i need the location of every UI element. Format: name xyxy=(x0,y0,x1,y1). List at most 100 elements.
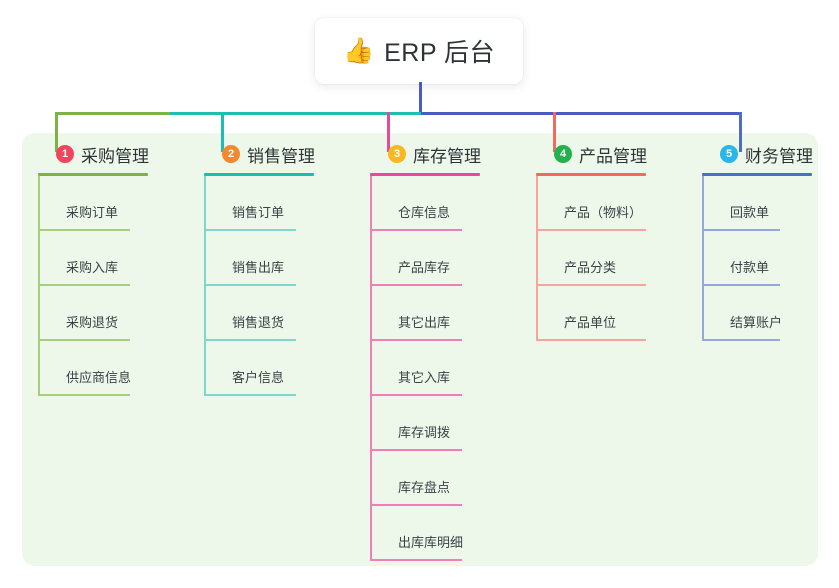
bus-green xyxy=(55,112,170,115)
list-item-rule xyxy=(38,284,130,286)
list-item-label: 库存盘点 xyxy=(398,480,451,495)
list-item-label: 出库库明细 xyxy=(398,535,464,550)
root-node-title: ERP 后台 xyxy=(384,39,496,67)
list-item-label: 付款单 xyxy=(730,260,770,275)
list-item[interactable]: 销售退货 xyxy=(204,286,315,341)
column-spine-2 xyxy=(204,176,206,396)
list-item[interactable]: 产品库存 xyxy=(370,231,481,286)
list-item[interactable]: 产品单位 xyxy=(536,286,647,341)
list-item[interactable]: 回款单 xyxy=(702,176,813,231)
list-item[interactable]: 其它入库 xyxy=(370,341,481,396)
column-header-2[interactable]: 2 销售管理 xyxy=(204,141,315,167)
list-item[interactable]: 仓库信息 xyxy=(370,176,481,231)
list-item-rule xyxy=(370,504,462,506)
list-item[interactable]: 其它出库 xyxy=(370,286,481,341)
drop-col-4 xyxy=(553,112,556,152)
column-rule-5 xyxy=(702,173,812,176)
list-item[interactable]: 付款单 xyxy=(702,231,813,286)
mindmap-panel-background xyxy=(22,133,818,566)
column-badge-1: 1 xyxy=(56,145,74,163)
drop-col-2 xyxy=(221,112,224,152)
list-item[interactable]: 供应商信息 xyxy=(38,341,149,396)
column-items-3: 仓库信息产品库存其它出库其它入库库存调拨库存盘点出库库明细 xyxy=(370,176,481,561)
column-header-3[interactable]: 3 库存管理 xyxy=(370,141,481,167)
list-item-label: 仓库信息 xyxy=(398,205,451,220)
list-item-label: 采购订单 xyxy=(66,205,119,220)
column-2: 2 销售管理销售订单销售出库销售退货客户信息 xyxy=(204,141,315,396)
column-title-1: 采购管理 xyxy=(81,146,149,166)
list-item-rule xyxy=(204,394,296,396)
list-item-rule xyxy=(370,284,462,286)
list-item-rule xyxy=(702,229,780,231)
column-title-5: 财务管理 xyxy=(745,146,813,166)
list-item[interactable]: 销售订单 xyxy=(204,176,315,231)
column-items-2: 销售订单销售出库销售退货客户信息 xyxy=(204,176,315,396)
column-header-5[interactable]: 5 财务管理 xyxy=(702,141,813,167)
list-item-rule xyxy=(536,339,646,341)
list-item[interactable]: 采购退货 xyxy=(38,286,149,341)
column-spine-1 xyxy=(38,176,40,396)
list-item-label: 回款单 xyxy=(730,205,770,220)
list-item-label: 销售订单 xyxy=(232,205,285,220)
drop-col-5 xyxy=(739,112,742,152)
column-rule-4 xyxy=(536,173,646,176)
bus-teal xyxy=(170,112,445,115)
list-item-label: 产品分类 xyxy=(564,260,617,275)
column-3: 3 库存管理仓库信息产品库存其它出库其它入库库存调拨库存盘点出库库明细 xyxy=(370,141,481,561)
list-item-label: 客户信息 xyxy=(232,370,285,385)
thumbs-up-icon: 👍 xyxy=(342,36,375,65)
list-item[interactable]: 库存盘点 xyxy=(370,451,481,506)
column-1: 1 采购管理采购订单采购入库采购退货供应商信息 xyxy=(38,141,149,396)
list-item-label: 结算账户 xyxy=(730,315,783,330)
list-item-label: 其它出库 xyxy=(398,315,451,330)
column-rule-2 xyxy=(204,173,314,176)
list-item[interactable]: 产品（物料） xyxy=(536,176,647,231)
column-title-3: 库存管理 xyxy=(413,146,481,166)
root-node-card[interactable]: 👍 ERP 后台 xyxy=(315,18,523,84)
list-item-rule xyxy=(370,339,462,341)
list-item-label: 供应商信息 xyxy=(66,370,132,385)
list-item[interactable]: 采购入库 xyxy=(38,231,149,286)
list-item-rule xyxy=(370,394,462,396)
column-badge-5: 5 xyxy=(720,145,738,163)
list-item-label: 库存调拨 xyxy=(398,425,451,440)
list-item-rule xyxy=(38,339,130,341)
list-item-rule xyxy=(536,229,646,231)
list-item[interactable]: 采购订单 xyxy=(38,176,149,231)
list-item-rule xyxy=(370,229,462,231)
list-item-rule xyxy=(204,229,296,231)
column-badge-4: 4 xyxy=(554,145,572,163)
column-title-2: 销售管理 xyxy=(247,146,315,166)
list-item[interactable]: 出库库明细 xyxy=(370,506,481,561)
list-item[interactable]: 库存调拨 xyxy=(370,396,481,451)
column-header-1[interactable]: 1 采购管理 xyxy=(38,141,149,167)
list-item-rule xyxy=(370,449,462,451)
column-badge-2: 2 xyxy=(222,145,240,163)
list-item-label: 产品库存 xyxy=(398,260,451,275)
drop-col-3 xyxy=(387,112,390,152)
column-rule-1 xyxy=(38,173,148,176)
column-rule-3 xyxy=(370,173,480,176)
list-item-rule xyxy=(702,284,780,286)
list-item[interactable]: 销售出库 xyxy=(204,231,315,286)
column-spine-3 xyxy=(370,176,372,561)
list-item-label: 产品（物料） xyxy=(564,205,643,220)
column-items-5: 回款单付款单结算账户 xyxy=(702,176,813,341)
list-item-rule xyxy=(204,339,296,341)
list-item-label: 采购退货 xyxy=(66,315,119,330)
list-item-rule xyxy=(38,229,130,231)
column-items-4: 产品（物料） 产品分类产品单位 xyxy=(536,176,647,341)
list-item[interactable]: 客户信息 xyxy=(204,341,315,396)
bus-indigo xyxy=(421,112,740,115)
list-item-label: 产品单位 xyxy=(564,315,617,330)
column-badge-3: 3 xyxy=(388,145,406,163)
list-item-label: 其它入库 xyxy=(398,370,451,385)
list-item-label: 销售出库 xyxy=(232,260,285,275)
list-item[interactable]: 产品分类 xyxy=(536,231,647,286)
column-5: 5 财务管理回款单付款单结算账户 xyxy=(702,141,813,341)
list-item-label: 销售退货 xyxy=(232,315,285,330)
drop-col-1 xyxy=(55,112,58,152)
list-item[interactable]: 结算账户 xyxy=(702,286,813,341)
